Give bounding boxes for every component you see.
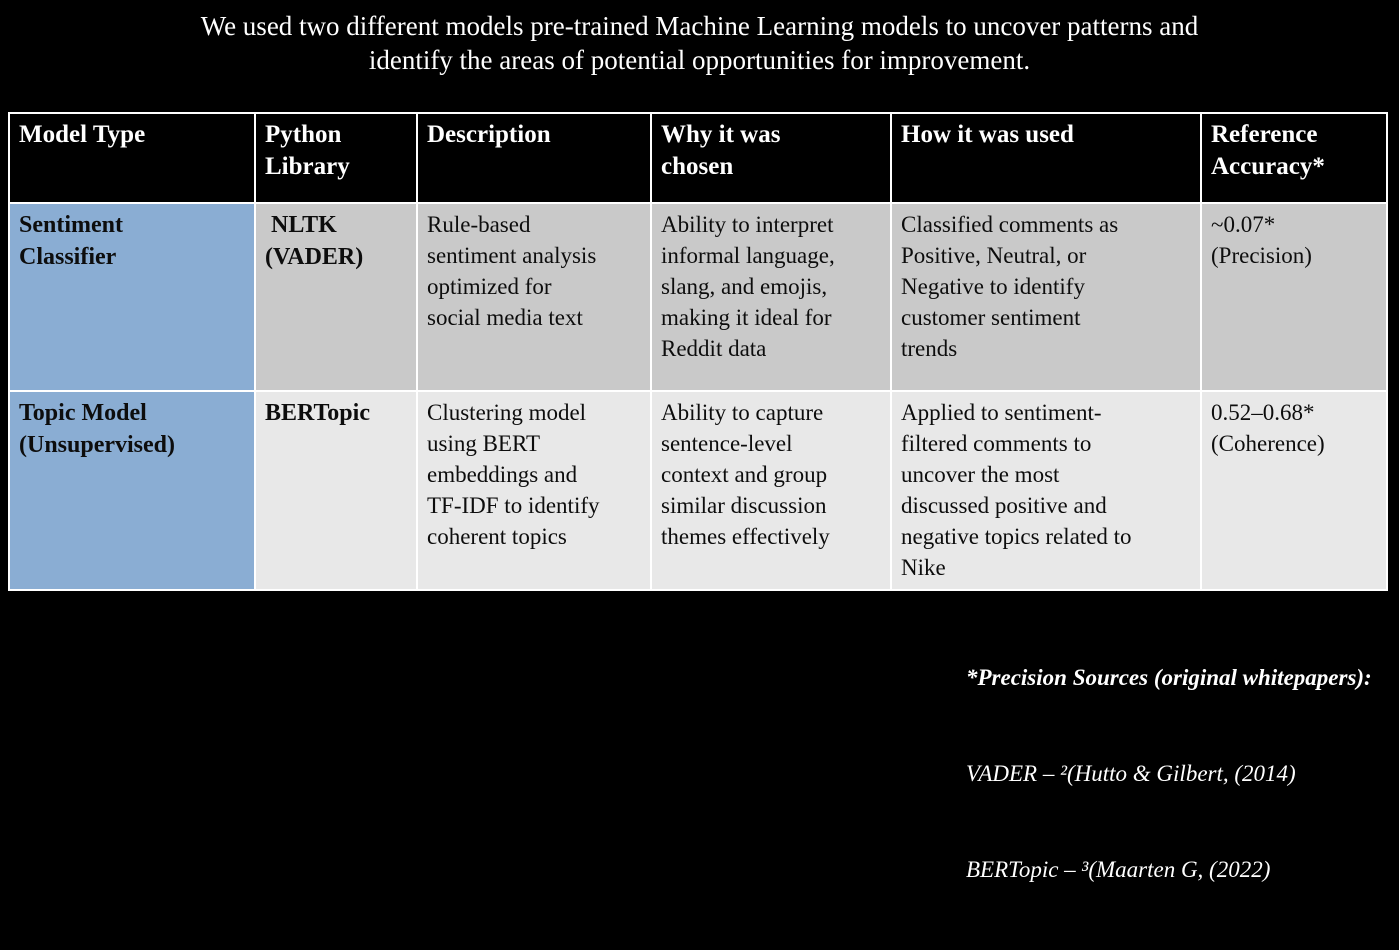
cell-sentiment-why-chosen: Ability to interpret informal language, …	[650, 202, 892, 392]
slide-canvas: We used two different models pre-trained…	[8, 11, 1388, 882]
footnote-bertopic-citation: BERTopic – ³(Maarten G, (2022)	[966, 857, 1271, 882]
cell-topic-how-used: Applied to sentiment- filtered comments …	[890, 390, 1202, 591]
cell-topic-why-chosen: Ability to capture sentence-level contex…	[650, 390, 892, 591]
footnote-vader-citation: VADER – ²(Hutto & Gilbert, (2014)	[966, 761, 1296, 786]
cell-sentiment-how-used: Classified comments as Positive, Neutral…	[890, 202, 1202, 392]
cell-topic-description: Clustering model using BERT embeddings a…	[416, 390, 652, 591]
cell-topic-model-type: Topic Model (Unsupervised)	[8, 390, 256, 591]
cell-sentiment-library: NLTK (VADER)	[254, 202, 418, 392]
header-python-library: Python Library	[254, 112, 418, 204]
models-table: Model Type Python Library Description Wh…	[8, 112, 1388, 591]
cell-sentiment-model-type: Sentiment Classifier	[8, 202, 256, 392]
cell-topic-library: BERTopic	[254, 390, 418, 591]
table-row-topic-model: Topic Model (Unsupervised) BERTopic Clus…	[8, 390, 1388, 591]
table-header-row: Model Type Python Library Description Wh…	[8, 112, 1388, 204]
page-title: We used two different models pre-trained…	[200, 11, 1199, 75]
cell-sentiment-accuracy: ~0.07* (Precision)	[1200, 202, 1388, 392]
header-why-chosen: Why it was chosen	[650, 112, 892, 204]
header-model-type: Model Type	[8, 112, 256, 204]
header-reference-accuracy: Reference Accuracy*	[1200, 112, 1388, 204]
header-how-used: How it was used	[890, 112, 1202, 204]
footnote-sources-heading: *Precision Sources (original whitepapers…	[966, 665, 1372, 690]
cell-sentiment-description: Rule-based sentiment analysis optimized …	[416, 202, 652, 392]
table-row-sentiment-classifier: Sentiment Classifier NLTK (VADER) Rule-b…	[8, 202, 1388, 392]
footnote: *Precision Sources (original whitepapers…	[966, 598, 1372, 950]
cell-topic-accuracy: 0.52–0.68* (Coherence)	[1200, 390, 1388, 591]
header-description: Description	[416, 112, 652, 204]
